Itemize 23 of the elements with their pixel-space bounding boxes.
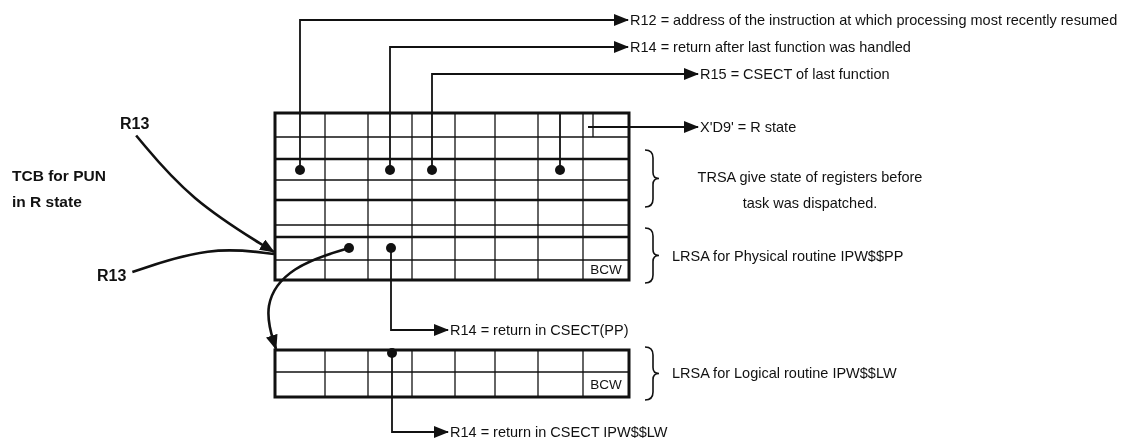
arrow (295, 14, 629, 175)
register-note: R14 = return after last function was handled (630, 38, 911, 56)
register-note: R15 = CSECT of last function (700, 65, 890, 83)
connector-line (131, 249, 275, 274)
task-label: TCB for PUN in R state (12, 166, 107, 212)
register-note: R14 = return in CSECT IPW$$LW (450, 423, 668, 441)
register-note: X'D9' = R state (700, 118, 797, 136)
section-note: LRSA for Logical routine IPW$$LW (672, 364, 898, 383)
field-label: BCW (589, 262, 623, 277)
register-label: R13 (97, 266, 127, 284)
arrow (427, 68, 699, 175)
register-note: R12 = address of the instruction at which processing most recently resumed (630, 11, 1118, 29)
section-note: TRSA give state of registers before task was dispatched. (696, 168, 924, 213)
arrow (266, 243, 354, 350)
arrow (385, 41, 629, 175)
arrow (135, 134, 275, 254)
arrow (587, 121, 699, 133)
section-note: LRSA for Physical routine IPW$$PP (672, 247, 905, 266)
register-note: R14 = return in CSECT(PP) (450, 321, 629, 339)
arrow (386, 243, 449, 336)
register-label: R13 (120, 114, 150, 132)
arrow (387, 348, 449, 438)
field-label: BCW (589, 377, 623, 392)
